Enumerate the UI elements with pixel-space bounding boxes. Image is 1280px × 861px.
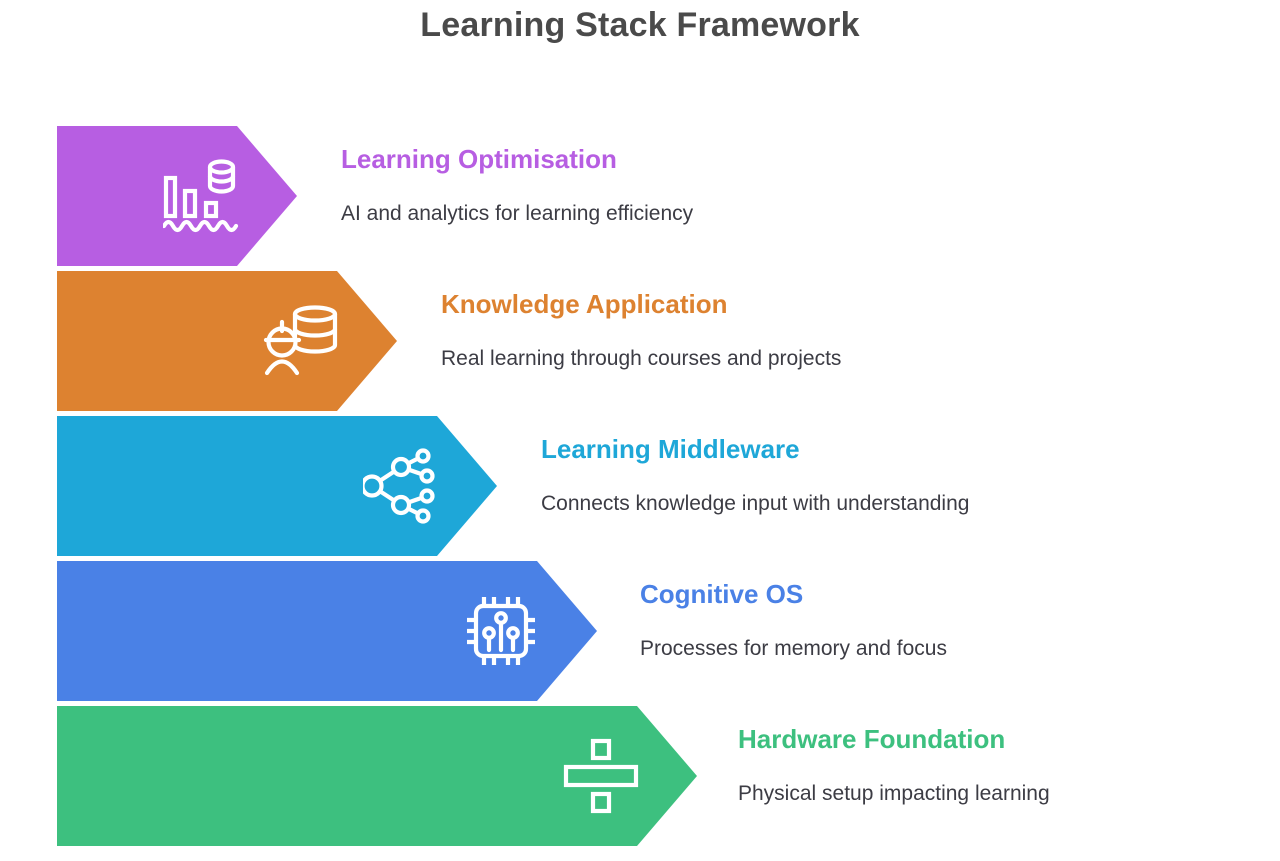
layer-heading: Cognitive OS — [640, 579, 804, 609]
caption-block: Cognitive OS Processes for memory and fo… — [640, 577, 947, 663]
layer-heading: Hardware Foundation — [738, 724, 1006, 754]
arrow-shape-blue — [57, 561, 597, 701]
division-sign-icon — [563, 738, 639, 814]
network-nodes-icon — [363, 448, 439, 524]
layer-learning-middleware: Learning Middleware Connects knowledge i… — [0, 416, 1280, 556]
arrow-shape-cyan — [57, 416, 497, 556]
layer-description: Real learning through courses and projec… — [441, 347, 842, 370]
engineer-database-icon — [263, 303, 339, 379]
layer-heading: Learning Optimisation — [341, 144, 617, 174]
arrow-shape-green — [57, 706, 697, 846]
layer-cognitive-os: Cognitive OS Processes for memory and fo… — [0, 561, 1280, 701]
layer-hardware-foundation: Hardware Foundation Physical setup impac… — [0, 706, 1280, 846]
layer-description: Physical setup impacting learning — [738, 782, 1050, 805]
page-title: Learning Stack Framework — [420, 6, 860, 44]
layer-knowledge-application: Knowledge Application Real learning thro… — [0, 271, 1280, 411]
caption-block: Hardware Foundation Physical setup impac… — [738, 722, 1050, 808]
arrow-shape-purple — [57, 126, 297, 266]
caption-block: Knowledge Application Real learning thro… — [441, 287, 841, 373]
arrow-shape-orange — [57, 271, 397, 411]
caption-block: Learning Optimisation AI and analytics f… — [341, 142, 693, 228]
layer-description: Connects knowledge input with understand… — [541, 492, 970, 515]
caption-block: Learning Middleware Connects knowledge i… — [541, 432, 969, 518]
layer-heading: Learning Middleware — [541, 434, 800, 464]
chip-icon — [463, 593, 539, 669]
layer-learning-optimisation: Learning Optimisation AI and analytics f… — [0, 126, 1280, 266]
layer-description: AI and analytics for learning efficiency — [341, 202, 694, 225]
layer-heading: Knowledge Application — [441, 289, 728, 319]
layer-description: Processes for memory and focus — [640, 637, 947, 660]
analytics-bars-database-icon — [163, 158, 239, 234]
